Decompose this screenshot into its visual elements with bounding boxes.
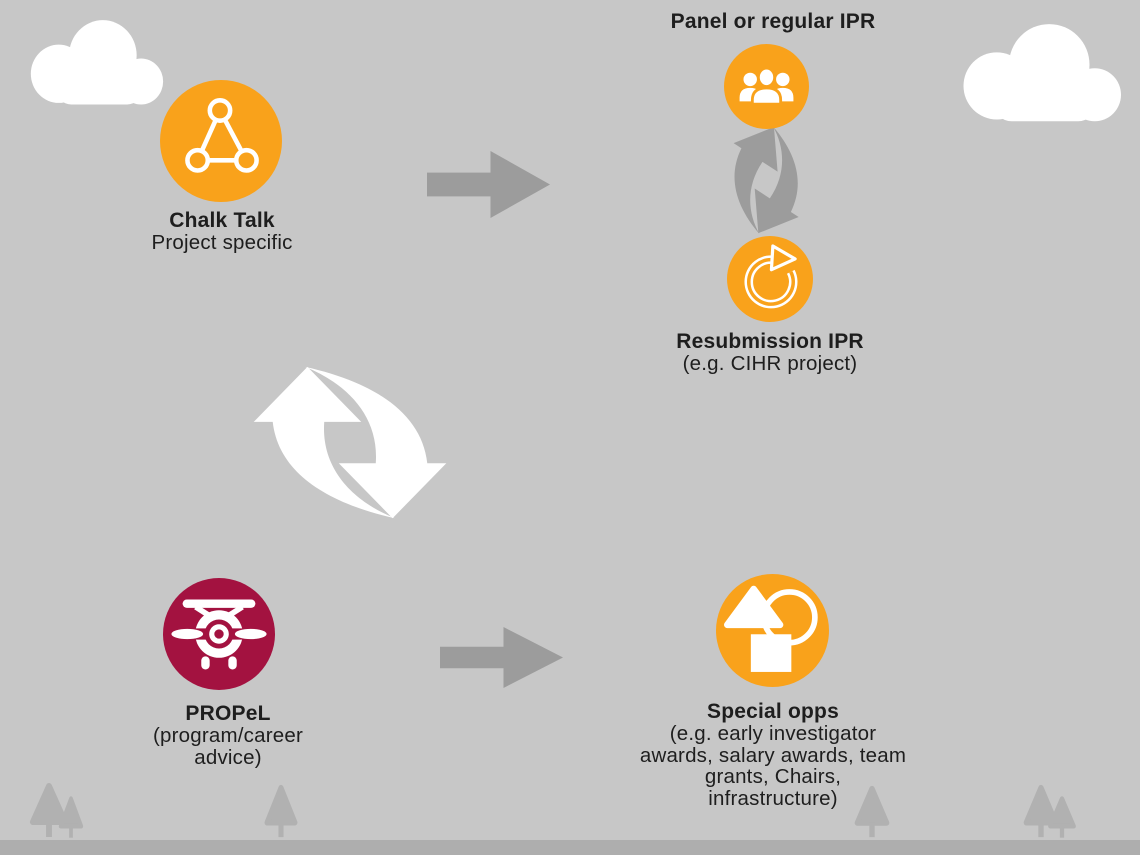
right-arrow-icon	[440, 627, 563, 688]
special-opps-bubble	[716, 574, 829, 687]
cloud-shape	[963, 24, 1121, 122]
cloud-icon	[30, 20, 164, 105]
geometric-shapes-icon	[724, 585, 818, 672]
tree-icon	[29, 783, 69, 837]
cycle-arrows-icon	[733, 126, 799, 234]
special-opps-label-block: Special opps (e.g. early investigator aw…	[612, 701, 934, 809]
tree-icon	[1048, 796, 1076, 838]
tree-icon	[264, 784, 298, 838]
resubmission-ipr-bubble	[727, 236, 813, 322]
panel-ipr-label-block: Panel or regular IPR	[613, 11, 933, 33]
resubmission-ipr-subtitle: (e.g. CIHR project)	[682, 352, 858, 375]
propeller-plane-icon	[171, 599, 267, 670]
special-opps-subtitle-line: awards, salary awards, team	[639, 743, 907, 767]
tree-icon	[1023, 784, 1059, 838]
special-opps-subtitle-line: grants, Chairs,	[704, 765, 842, 788]
propel-title: PROPeL	[185, 702, 271, 725]
refresh-circular-arrow-icon	[744, 244, 798, 309]
panel-ipr-title: Panel or regular IPR	[670, 10, 876, 33]
tree-icon	[854, 785, 890, 838]
chalk-talk-bubble	[160, 80, 282, 202]
cycle-arrows-icon	[253, 366, 447, 519]
tree-icon	[58, 796, 84, 838]
propel-subtitle-line: advice)	[194, 745, 262, 769]
network-triangle-icon	[185, 98, 259, 173]
cloud-shape	[30, 20, 164, 105]
propel-label-block: PROPeL (program/career advice)	[78, 703, 378, 768]
people-group-icon	[739, 66, 794, 106]
propel-bubble	[163, 578, 275, 690]
ground-strip	[0, 840, 1140, 855]
special-opps-subtitle-line: infrastructure)	[708, 786, 838, 810]
resubmission-ipr-label-block: Resubmission IPR (e.g. CIHR project)	[620, 331, 920, 375]
chalk-talk-subtitle: Project specific	[151, 231, 293, 254]
chalk-talk-title: Chalk Talk	[169, 209, 275, 232]
propel-subtitle-line: (program/career	[153, 724, 303, 747]
panel-ipr-bubble	[724, 44, 809, 129]
chalk-talk-label-block: Chalk Talk Project specific	[72, 210, 372, 254]
special-opps-subtitle-line: (e.g. early investigator	[669, 722, 877, 745]
special-opps-title: Special opps	[707, 700, 839, 723]
resubmission-ipr-title: Resubmission IPR	[676, 330, 864, 353]
right-arrow-icon	[427, 151, 550, 218]
cloud-icon	[963, 24, 1121, 122]
